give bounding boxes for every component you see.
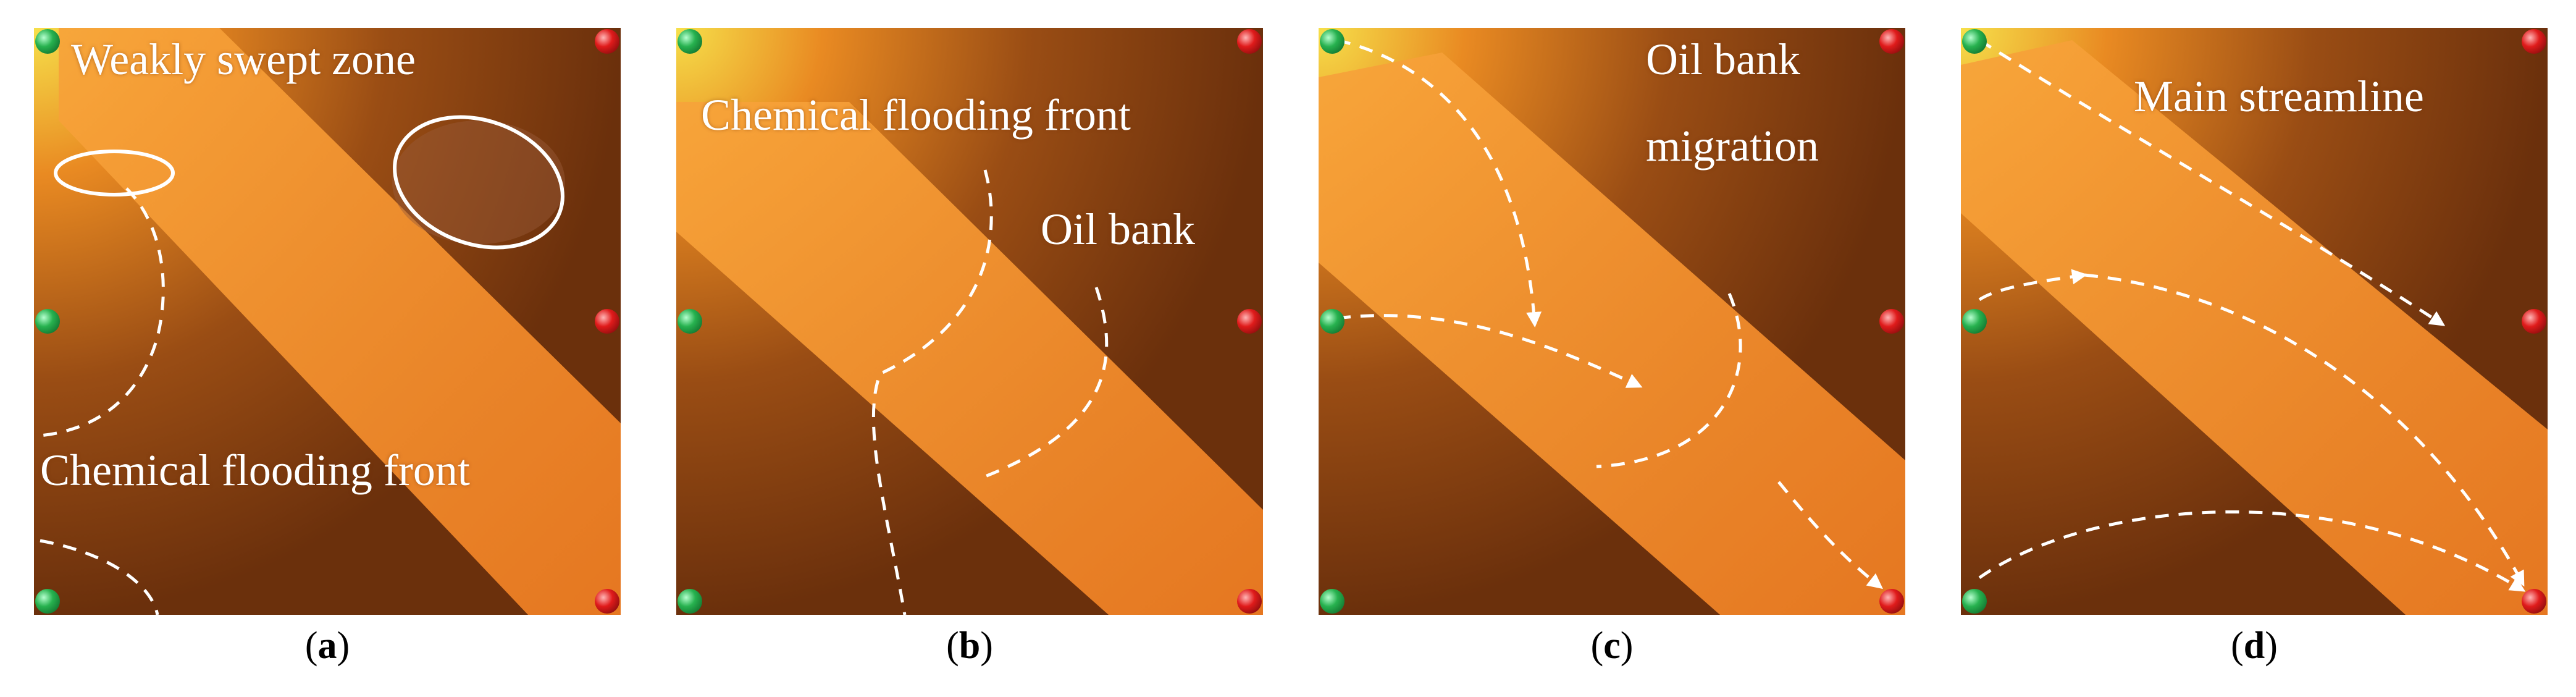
injector-well-icon (678, 589, 702, 614)
injector-well-icon (1320, 29, 1345, 54)
producer-well-icon (2522, 589, 2546, 614)
injector-well-icon (678, 309, 702, 334)
panel-b: Chemical flooding front Oil bank (676, 28, 1263, 615)
producer-well-icon (595, 29, 619, 54)
injector-well-icon (1320, 309, 1345, 334)
label-oil-bank: Oil bank (1041, 205, 1195, 254)
weakly-swept-ellipse-left (54, 150, 175, 196)
injector-well-icon (1962, 309, 1987, 334)
streamline-arrow-short (1978, 269, 2087, 302)
producer-well-icon (595, 309, 619, 334)
label-migration: migration (1646, 121, 1819, 171)
chemical-band (59, 28, 621, 615)
flooding-front-curve-upper (40, 187, 165, 437)
caption-c: (c) (1590, 625, 1634, 667)
injector-well-icon (35, 29, 60, 54)
producer-well-icon (1237, 309, 1262, 334)
producer-well-icon (595, 589, 619, 614)
panel-b-photo (676, 28, 1263, 615)
label-chemical-flooding-front: Chemical flooding front (40, 446, 470, 495)
producer-well-icon (1237, 589, 1262, 614)
injector-well-icon (1962, 589, 1987, 614)
streamline-arrow-main (2084, 273, 2525, 587)
streamline-arrow-bottom (1978, 510, 2526, 592)
producer-well-icon (2522, 29, 2546, 54)
producer-well-icon (1879, 589, 1904, 614)
chemical-band (676, 102, 1263, 615)
label-oil-bank: Oil bank (1646, 35, 1800, 84)
injector-well-icon (35, 589, 60, 614)
chemical-band (1961, 40, 2548, 615)
caption-a: (a) (304, 625, 350, 667)
producer-well-icon (1879, 309, 1904, 334)
panel-d-photo (1961, 28, 2548, 615)
chemical-band (1319, 53, 1905, 615)
weakly-swept-ellipse-right (393, 115, 564, 250)
migration-arrow-left (1336, 314, 1643, 388)
weakly-swept-region (392, 120, 565, 244)
panel-c: Oil bank migration (1319, 28, 1905, 615)
injector-well-icon (35, 309, 60, 334)
oil-bank-curve (1596, 293, 1742, 468)
label-chemical-flooding-front: Chemical flooding front (701, 90, 1131, 140)
label-weakly-swept-zone: Weakly swept zone (71, 35, 416, 84)
caption-d: (d) (2231, 625, 2278, 667)
caption-b: (b) (946, 625, 993, 667)
producer-well-icon (1879, 29, 1904, 54)
flooding-front-curve-lower (40, 539, 159, 615)
streamline-arrow-top (1978, 38, 2446, 326)
label-main-streamline: Main streamline (2134, 72, 2424, 121)
panel-a-photo (34, 28, 621, 615)
migration-arrow-bottom (1777, 481, 1883, 589)
panel-a: Weakly swept zone Chemical flooding fron… (34, 28, 621, 615)
panel-c-photo (1319, 28, 1905, 615)
producer-well-icon (1237, 29, 1262, 54)
injector-well-icon (678, 29, 702, 54)
panel-d: Main streamline (1961, 28, 2548, 615)
injector-well-icon (1962, 29, 1987, 54)
producer-well-icon (2522, 309, 2546, 334)
injector-well-icon (1320, 589, 1345, 614)
oil-bank-curve (978, 287, 1109, 481)
